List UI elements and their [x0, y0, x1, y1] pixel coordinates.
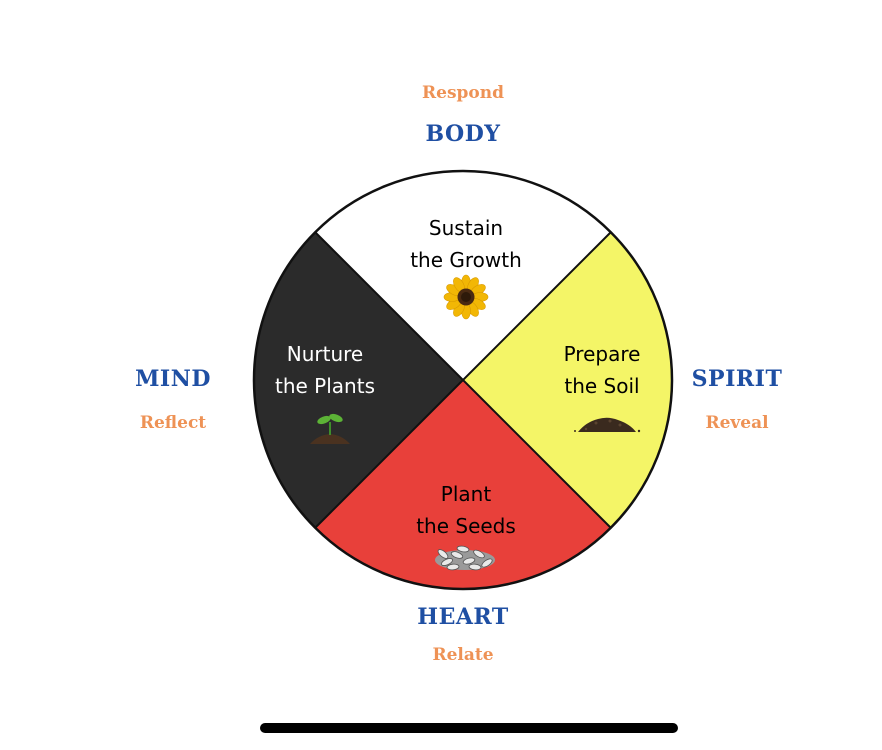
quadrant-label-line1: Prepare: [563, 342, 641, 366]
sunflower-icon: [443, 274, 489, 320]
quadrant-label-line1: Sustain: [428, 216, 504, 240]
spirit-label: SPIRIT: [691, 366, 783, 392]
quadrant-nurture: [253, 232, 463, 528]
mind-verb: Reflect: [139, 413, 207, 433]
quadrant-label-line2: the Plants: [275, 374, 375, 398]
quadrant-label-plant: Plant the Seeds: [416, 478, 516, 542]
soil-icon: [574, 417, 641, 433]
quadrant-label-line2: the Soil: [564, 374, 640, 398]
quadrant-label-line1: Nurture: [286, 342, 364, 366]
seeds-icon: [435, 545, 495, 571]
quadrant-label-prepare: Prepare the Soil: [564, 338, 641, 402]
mind-label: MIND: [135, 366, 211, 392]
heart-label: HEART: [417, 604, 509, 630]
home-indicator[interactable]: [260, 723, 678, 733]
spirit-verb: Reveal: [705, 413, 769, 433]
wheel-outline: [252, 169, 674, 591]
quadrant-label-line1: Plant: [440, 482, 492, 506]
quadrant-prepare: [463, 232, 673, 528]
quadrant-label-line2: the Growth: [410, 248, 522, 272]
heart-verb: Relate: [432, 645, 494, 665]
quadrant-label-nurture: Nurture the Plants: [275, 338, 375, 402]
divider-line: [314, 231, 612, 529]
quadrant-sustain: [315, 170, 611, 380]
body-label: BODY: [425, 121, 501, 147]
quadrant-label-line2: the Seeds: [416, 514, 516, 538]
quadrant-plant: [315, 380, 611, 590]
quadrant-label-sustain: Sustain the Growth: [410, 212, 522, 276]
body-verb: Respond: [422, 83, 504, 103]
sprout-icon: [310, 413, 350, 444]
